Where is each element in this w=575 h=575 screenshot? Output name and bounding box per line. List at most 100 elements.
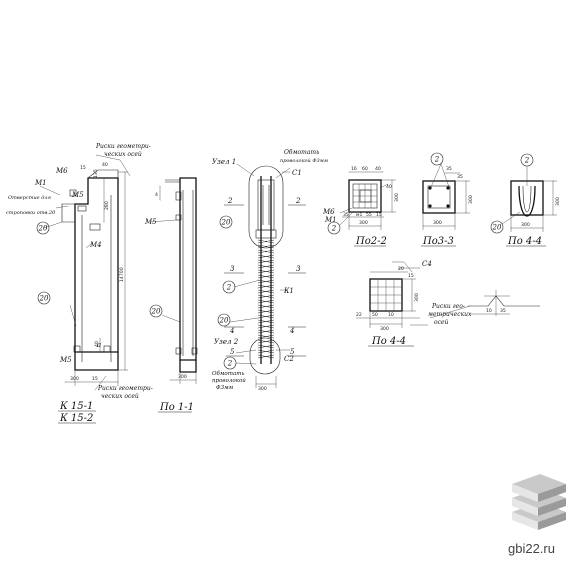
dim-top-b: 135 bbox=[93, 169, 99, 178]
callout-circle-20-mid bbox=[37, 291, 51, 305]
title-section-3-3: По3-3 bbox=[422, 236, 454, 247]
callout-20-mid: 20 bbox=[39, 295, 49, 303]
callout-circle-cage-mid bbox=[222, 280, 236, 294]
note-axes-top-1: Риски геометри- bbox=[95, 143, 151, 150]
section-4-4-bottom bbox=[356, 261, 540, 328]
dim4b-top-a: 20 bbox=[398, 266, 404, 272]
dim-bot-a: 300 bbox=[70, 376, 79, 382]
logo-slab-face bbox=[538, 512, 566, 530]
node-2-label: Узел 2 bbox=[214, 338, 239, 346]
label-m5-side: М5 bbox=[144, 218, 157, 226]
tie-bot-note-3: Ф3мм bbox=[216, 385, 234, 391]
callout-20-side: 20 bbox=[151, 308, 161, 316]
label-m6-sec2: М6 bbox=[322, 208, 335, 216]
callout-circle-sec4 bbox=[520, 153, 534, 167]
watermark-site: gbi22.ru bbox=[508, 541, 555, 556]
label-m1-sec2: М1 bbox=[324, 216, 337, 224]
note-axes-sec4-1: Риски гео- bbox=[431, 303, 465, 310]
dim-top-c: 40 bbox=[102, 162, 108, 168]
dim4b-right-b: 35 bbox=[500, 308, 506, 314]
title-k15-1: К 15-1 bbox=[59, 401, 93, 412]
dim4b-top-b: 15 bbox=[408, 273, 414, 279]
sec2-right: 2 bbox=[295, 197, 301, 205]
rebar-cage bbox=[224, 163, 306, 388]
label-c1: С1 bbox=[292, 169, 302, 177]
dim3-width: 300 bbox=[433, 220, 442, 226]
dim3-top-b: 35 bbox=[457, 174, 463, 180]
tie-bot-note-2: проволокой bbox=[212, 378, 246, 384]
dim4b-left-b: 50 bbox=[372, 312, 378, 318]
title-section-4-4-bottom: По 4-4 bbox=[371, 336, 406, 347]
front-elevation-labels: Риски геометри- ческих осей Отверстие дл… bbox=[6, 143, 153, 424]
callout-sec4-low: 20 bbox=[492, 224, 502, 232]
dim4b-width: 300 bbox=[380, 326, 389, 332]
node-1-label: Узел 1 bbox=[212, 158, 236, 166]
dim-height: 14700 bbox=[119, 267, 125, 282]
callout-20-upper: 20 bbox=[38, 225, 48, 233]
dim-mid: 280 bbox=[104, 201, 110, 210]
dim2-b4: 15 bbox=[376, 212, 382, 218]
note-axes-sec4-3: осей bbox=[434, 319, 449, 326]
label-m1: М1 bbox=[34, 179, 47, 187]
callout-cage-low: 20 bbox=[219, 317, 229, 325]
dim2-b3: 55 bbox=[366, 212, 372, 218]
title-k15-2: К 15-2 bbox=[59, 413, 93, 424]
node-1-outline bbox=[248, 165, 284, 249]
logo-slab-face bbox=[512, 498, 538, 516]
callout-circle-cage-bottom bbox=[223, 356, 237, 370]
dim2-side-a: 300 bbox=[394, 193, 400, 202]
node-2-outline bbox=[249, 337, 281, 375]
note-axes-bot-1: Риски геометри- bbox=[97, 385, 153, 392]
section-2-2-labels: 2 М6 М1 16 60 40 300 40 35 м1 55 15 300 … bbox=[322, 166, 400, 247]
dim4b-right-a: 10 bbox=[486, 308, 492, 314]
dim2-top-b: 60 bbox=[362, 166, 368, 172]
callout-circle-side bbox=[149, 304, 163, 318]
callout-cage-top: 20 bbox=[221, 219, 231, 227]
callout-circle-sec2 bbox=[327, 221, 341, 235]
note-axes-sec4-2: метрических bbox=[428, 311, 472, 318]
column-side-elevation bbox=[149, 177, 198, 384]
sec3-right: 3 bbox=[296, 265, 301, 273]
note-hole-2: строповки отв.20 bbox=[6, 210, 56, 216]
sec2-left: 2 bbox=[227, 197, 233, 205]
label-c4: С4 bbox=[422, 260, 432, 268]
callout-circle-cage-top bbox=[219, 215, 233, 229]
section-4-4-top-labels: 2 20 300 300 По 4-4 bbox=[490, 153, 561, 247]
section-3-3 bbox=[422, 163, 470, 230]
dim4b-side: 300 bbox=[414, 293, 420, 302]
side-elevation-labels: М5 4 300 20 По 1-1 bbox=[144, 192, 194, 413]
tie-top-note-1: Обмотать bbox=[284, 149, 319, 156]
label-c2: С2 bbox=[284, 355, 294, 363]
logo-slab-face bbox=[512, 474, 566, 494]
label-m6: М6 bbox=[55, 167, 68, 175]
label-m4: М4 bbox=[89, 241, 102, 249]
logo-slab-face bbox=[512, 512, 538, 530]
logo-slab-face bbox=[512, 484, 538, 502]
stacked-slabs-icon bbox=[512, 474, 566, 530]
section-4-4-top bbox=[501, 166, 557, 232]
sec5-left: 5 bbox=[230, 348, 235, 356]
dim3-side: 300 bbox=[468, 195, 474, 204]
dim2-side-b: 40 bbox=[386, 184, 392, 190]
callout-circle-cage-low bbox=[217, 313, 231, 327]
section-4-4-bottom-labels: С4 20 15 300 22 50 10 300 10 35 Риски ге… bbox=[356, 260, 506, 347]
dim-bot-b: 15 bbox=[92, 376, 98, 382]
dim2-width: 300 bbox=[359, 220, 368, 226]
callout-circle-sec4-low bbox=[490, 220, 504, 234]
label-a: а bbox=[97, 341, 101, 349]
sec4-right: 4 bbox=[289, 327, 294, 335]
dim4b-left-c: 10 bbox=[388, 312, 394, 318]
callout-sec3: 2 bbox=[434, 156, 440, 164]
title-section-1-1: По 1-1 bbox=[159, 402, 194, 413]
logo-slab-face bbox=[538, 484, 566, 502]
sec3-left: 3 bbox=[230, 265, 235, 273]
rebar-cage-labels: Узел 1 Обмотать проволокой Ф3мм С1 2 2 2… bbox=[212, 149, 328, 392]
title-section-2-2: По2-2 bbox=[355, 236, 387, 247]
note-hole-1: Отверстие для bbox=[8, 195, 51, 201]
dim4-side: 300 bbox=[555, 197, 561, 206]
dim-side-bot: 300 bbox=[178, 374, 187, 380]
label-m5-top: М5 bbox=[71, 191, 84, 199]
callout-circle-sec3 bbox=[430, 152, 444, 166]
note-axes-bot-2: ческих осей bbox=[101, 393, 139, 400]
